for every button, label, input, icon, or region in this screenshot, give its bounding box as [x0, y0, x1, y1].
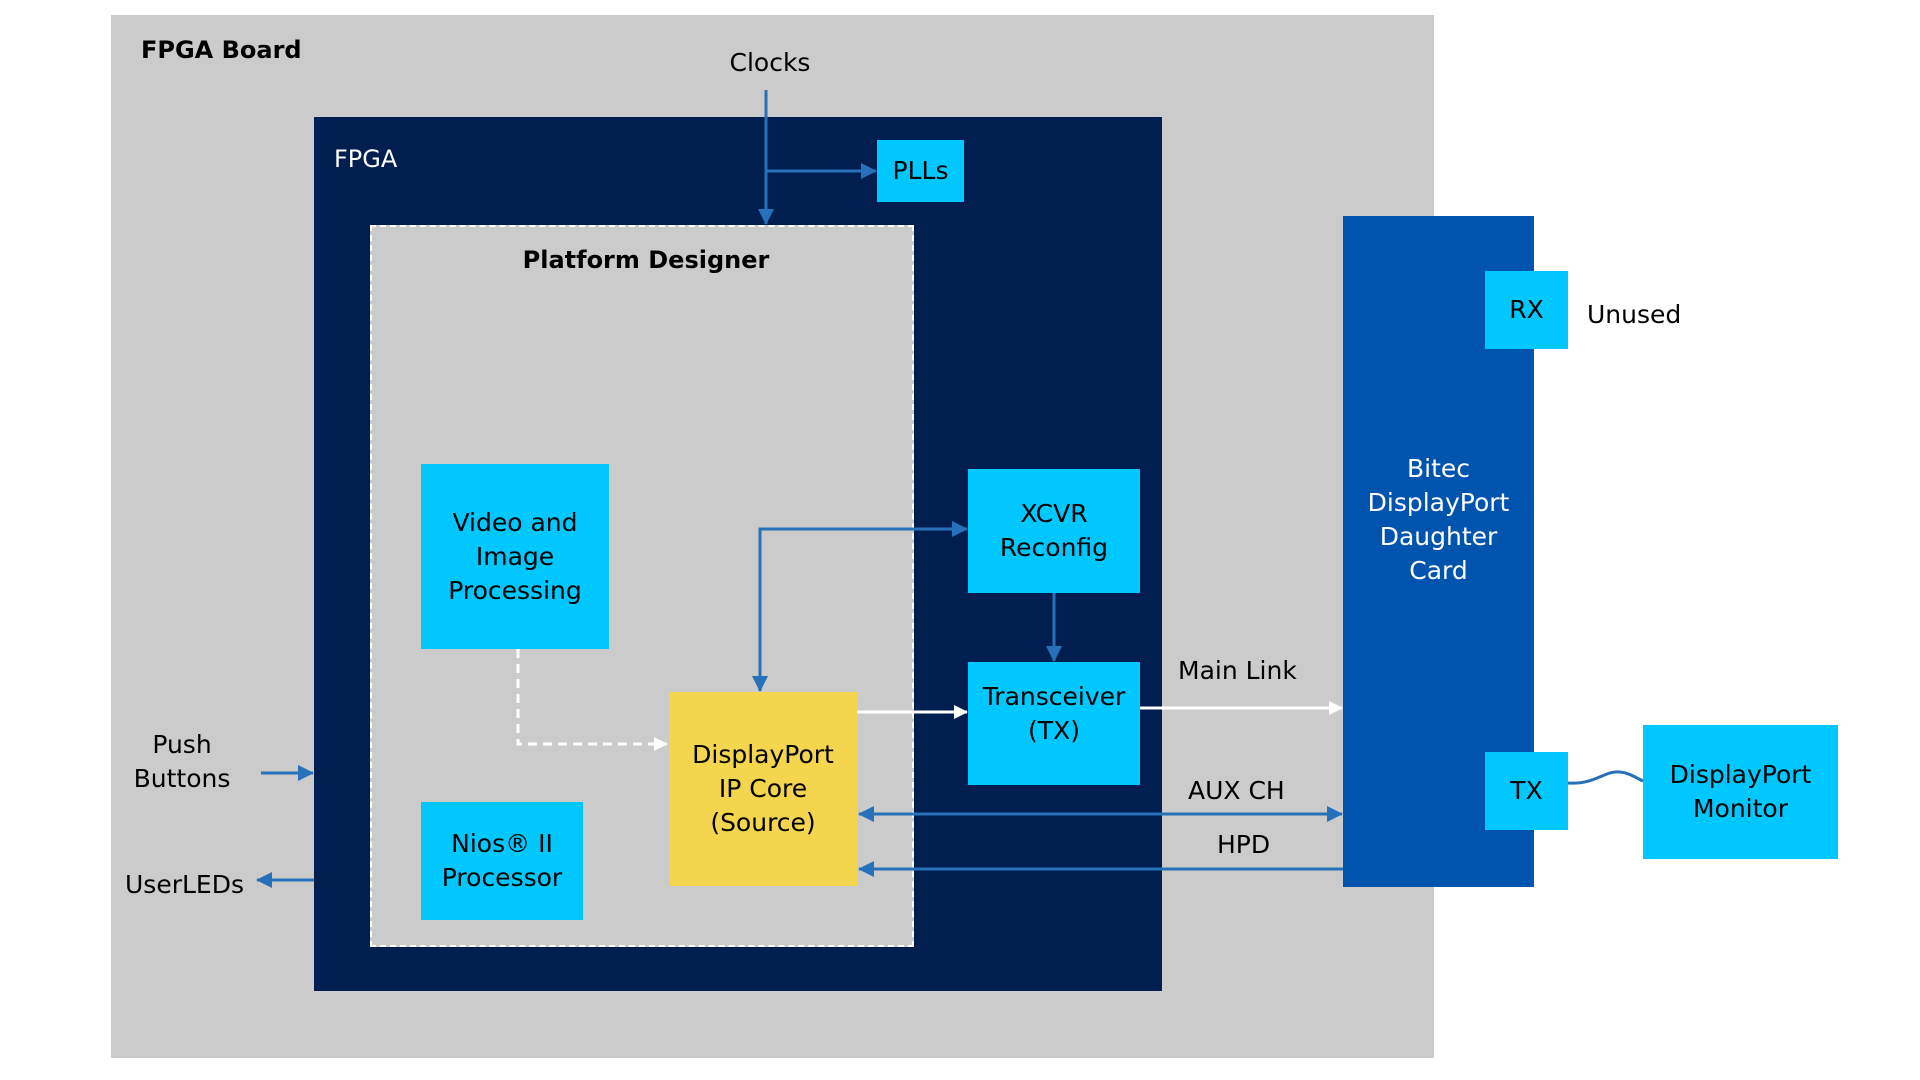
rx-unused-label: Unused — [1587, 300, 1682, 329]
fpga-board-title: FPGA Board — [141, 36, 302, 64]
video-image-processing-block[interactable]: Video and Image Processing — [421, 464, 609, 649]
displayport-ip-core-block[interactable]: DisplayPort IP Core (Source) — [669, 692, 857, 886]
tx-to-monitor-cable — [1567, 770, 1644, 785]
push-buttons-label: Push Buttons — [133, 730, 231, 793]
user-leds-label: UserLEDs — [125, 870, 244, 899]
xcvr-reconfig-block[interactable]: XCVR Reconfig — [968, 469, 1140, 593]
aux-ch-label: AUX CH — [1188, 776, 1285, 805]
platform-designer-title: Platform Designer — [522, 246, 770, 274]
tx-port[interactable]: TX — [1485, 752, 1568, 830]
daughter-card-title: Bitec DisplayPort Daughter Card — [1367, 454, 1510, 585]
hpd-label: HPD — [1217, 830, 1271, 859]
plls-block[interactable]: PLLs — [877, 140, 964, 202]
transceiver-tx-block[interactable]: Transceiver (TX) — [968, 662, 1140, 785]
displayport-monitor[interactable]: DisplayPort Monitor — [1643, 725, 1838, 859]
nios-ii-processor-block[interactable]: Nios® II Processor — [421, 802, 583, 920]
clocks-label: Clocks — [729, 48, 811, 77]
main-link-label: Main Link — [1178, 656, 1297, 685]
fpga-title: FPGA — [334, 145, 398, 173]
rx-port[interactable]: RX — [1485, 271, 1568, 349]
